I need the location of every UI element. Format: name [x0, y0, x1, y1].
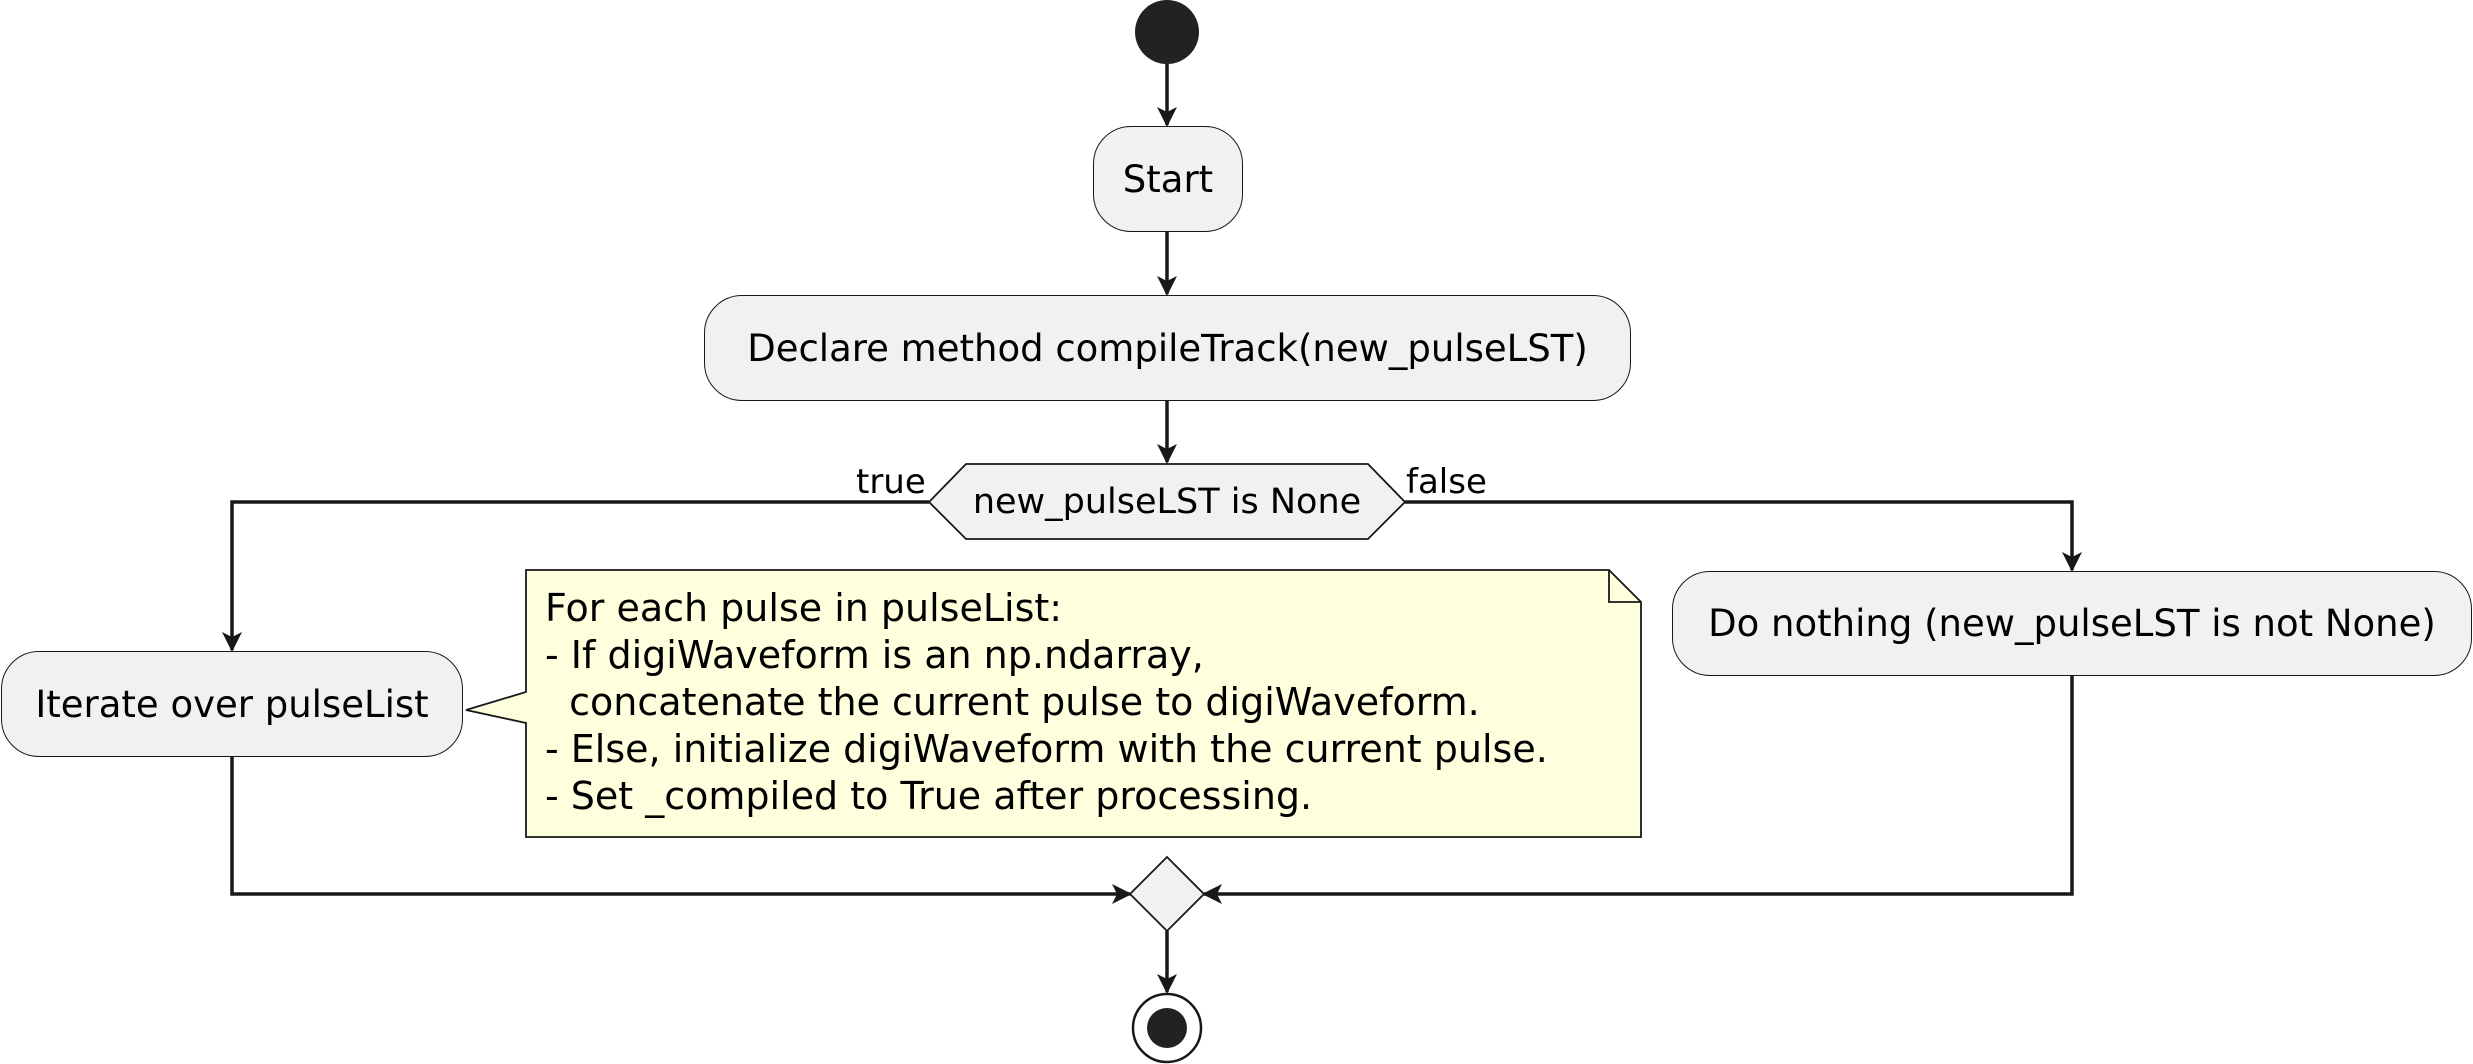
- condition-hexagon: [927, 463, 1407, 540]
- note-line: For each pulse in pulseList:: [545, 586, 1063, 630]
- iterate-action-label: Iterate over pulseList: [35, 682, 429, 726]
- note-line: - Set _compiled to True after processing…: [545, 774, 1313, 818]
- start-action: Start: [1093, 126, 1243, 232]
- iterate-action: Iterate over pulseList: [1, 651, 463, 757]
- condition-label: new_pulseLST is None: [972, 481, 1362, 522]
- false-branch-label: false: [1406, 462, 1487, 502]
- note-line: concatenate the current pulse to digiWav…: [545, 680, 1480, 724]
- edge-false-branch: [1405, 500, 2082, 572]
- initial-node: [1135, 0, 1199, 64]
- edge-nothing-to-merge: [1202, 676, 2074, 904]
- merge-diamond: [1128, 855, 1206, 933]
- note-corner-fold: [1608, 570, 1641, 603]
- edge-true-branch: [222, 500, 929, 652]
- note-shape: [465, 569, 1642, 838]
- edge-iterate-to-merge: [230, 757, 1132, 904]
- final-node: [1147, 1008, 1187, 1048]
- do-nothing-label: Do nothing (new_pulseLST is not None): [1708, 602, 2436, 645]
- note-line: - If digiWaveform is an np.ndarray,: [545, 633, 1204, 677]
- declare-method-label: Declare method compileTrack(new_pulseLST…: [747, 326, 1588, 370]
- do-nothing-action: Do nothing (new_pulseLST is not None): [1672, 571, 2472, 676]
- note-line: - Else, initialize digiWaveform with the…: [545, 727, 1548, 771]
- declare-method-action: Declare method compileTrack(new_pulseLST…: [704, 295, 1631, 401]
- true-branch-label: true: [856, 462, 926, 502]
- start-action-label: Start: [1122, 157, 1214, 201]
- final-node-ring: [1131, 992, 1203, 1064]
- note-text: For each pulse in pulseList: - If digiWa…: [545, 585, 1548, 820]
